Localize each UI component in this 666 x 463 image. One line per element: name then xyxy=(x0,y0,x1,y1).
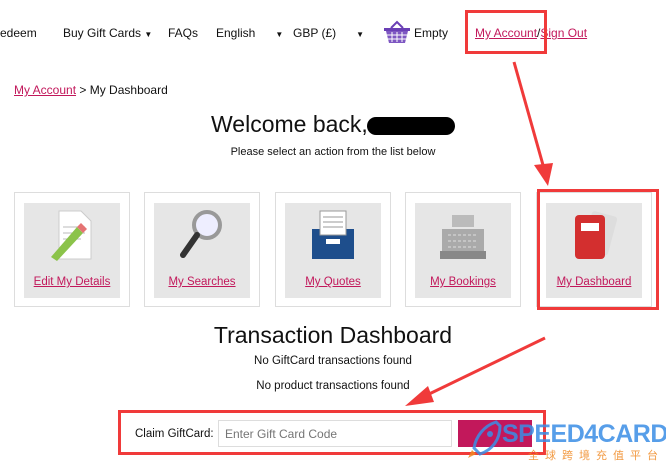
card-my-bookings[interactable]: My Bookings xyxy=(405,192,521,307)
card-label: My Dashboard xyxy=(556,276,632,288)
claim-label: Claim GiftCard: xyxy=(135,428,214,440)
card-my-dashboard[interactable]: My Dashboard xyxy=(536,192,652,307)
gift-card-code-input[interactable] xyxy=(218,420,452,447)
account-links: My Account/Sign Out xyxy=(475,26,587,40)
giftcard-transactions-status: No GiftCard transactions found xyxy=(254,355,412,367)
rocket-icon xyxy=(468,420,502,458)
magnifier-icon xyxy=(180,210,222,258)
caret-down-icon: ▼ xyxy=(275,30,284,39)
breadcrumb-current: My Dashboard xyxy=(89,83,168,97)
card-label: My Searches xyxy=(168,276,236,288)
watermark-brand: SPEED4CARD xyxy=(502,420,666,448)
cart-status[interactable]: Empty xyxy=(414,26,449,40)
arrow-head xyxy=(405,386,434,406)
card-label: Edit My Details xyxy=(33,276,111,288)
caret-down-icon: ▼ xyxy=(356,30,365,39)
redacted-name xyxy=(367,117,455,135)
breadcrumb-my-account[interactable]: My Account xyxy=(14,83,77,97)
arrow-head xyxy=(534,163,553,186)
arrow-line xyxy=(424,336,546,398)
annotation-box xyxy=(537,189,659,310)
welcome-title: Welcome back, xyxy=(211,111,368,137)
language-value: English xyxy=(216,26,256,40)
watermark-tagline: 全球跨境充值平台 xyxy=(528,449,664,462)
arrow-line xyxy=(512,61,545,166)
language-select[interactable]: English ▼ xyxy=(216,26,283,40)
cash-register-icon xyxy=(440,215,486,259)
card-edit-details[interactable]: Edit My Details xyxy=(14,192,130,307)
separator: / xyxy=(537,26,541,40)
my-account-link[interactable]: My Account xyxy=(475,26,538,40)
sign-out-link[interactable]: Sign Out xyxy=(540,26,588,40)
card-my-searches[interactable]: My Searches xyxy=(144,192,260,307)
transactions-title: Transaction Dashboard xyxy=(213,322,453,348)
breadcrumb-sep: > xyxy=(76,83,90,97)
file-drawer-icon xyxy=(312,210,354,259)
annotation-box xyxy=(118,410,546,455)
watermark-logo: SPEED4CARD 全球跨境充值平台 xyxy=(466,418,666,463)
product-transactions-status: No product transactions found xyxy=(256,380,410,392)
buy-gift-cards-label: Buy Gift Cards xyxy=(63,26,142,40)
breadcrumb: My Account > My Dashboard xyxy=(14,83,168,97)
currency-value: GBP (£) xyxy=(293,26,337,40)
annotation-box xyxy=(465,10,547,54)
card-my-quotes[interactable]: My Quotes xyxy=(275,192,391,307)
nav-buy-gift-cards[interactable]: Buy Gift Cards ▼ xyxy=(63,26,152,40)
nav-redeem[interactable]: edeem xyxy=(0,26,37,40)
card-label: My Bookings xyxy=(430,276,496,288)
cart-icon[interactable] xyxy=(383,20,411,49)
nav-faqs[interactable]: FAQs xyxy=(168,26,199,40)
edit-document-icon xyxy=(51,210,92,261)
welcome-subtitle: Please select an action from the list be… xyxy=(230,146,436,158)
card-label: My Quotes xyxy=(305,276,361,288)
currency-select[interactable]: GBP (£) ▼ xyxy=(293,26,364,40)
dashboard-book-icon xyxy=(575,211,618,259)
caret-down-icon: ▼ xyxy=(144,30,153,39)
